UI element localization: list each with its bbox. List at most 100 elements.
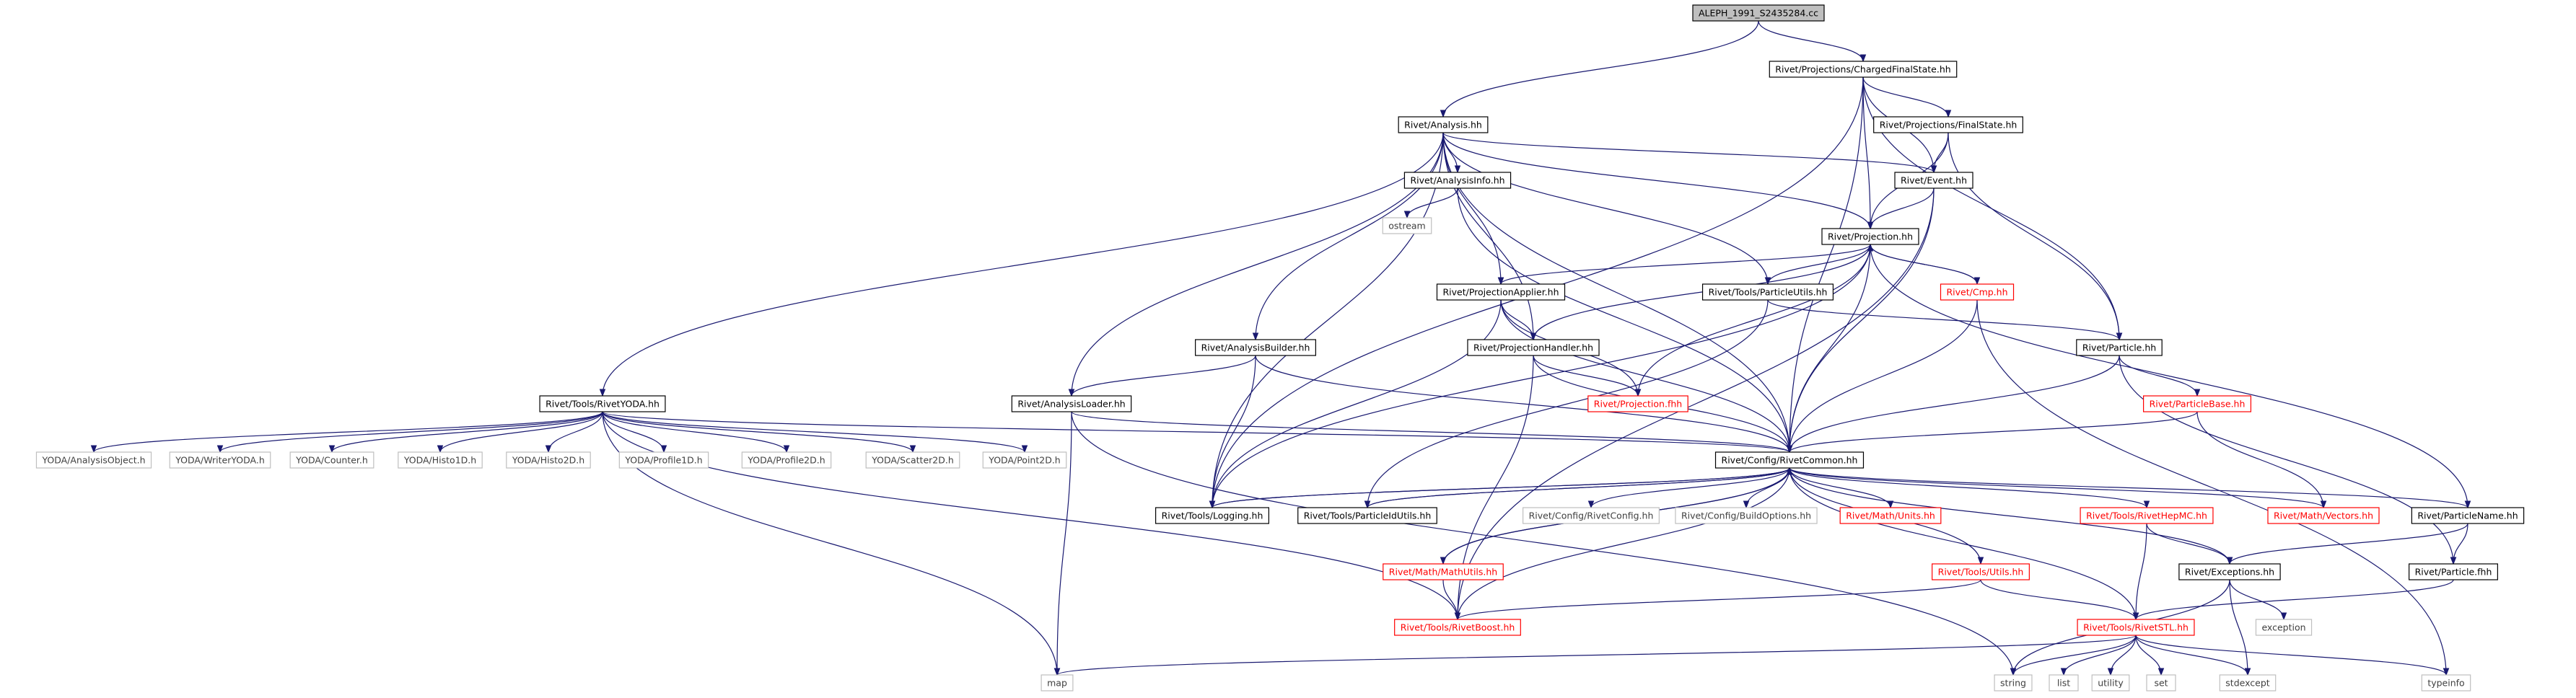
- edge-line: [602, 411, 787, 453]
- node-proj[interactable]: Rivet/Projection.hh: [1821, 228, 1919, 245]
- node-yp2[interactable]: YODA/Profile2D.h: [741, 451, 832, 469]
- node-logging[interactable]: Rivet/Tools/Logging.hh: [1155, 507, 1269, 524]
- node-yh1[interactable]: YODA/Histo1D.h: [398, 451, 483, 469]
- node-label: YODA/Profile2D.h: [747, 455, 825, 466]
- edge-line: [1767, 244, 1871, 285]
- node-pbase[interactable]: Rivet/ParticleBase.hh: [2142, 395, 2252, 412]
- node-label: Rivet/Analysis.hh: [1404, 120, 1482, 131]
- node-label: Rivet/Cmp.hh: [1946, 287, 2007, 298]
- edge-line: [602, 132, 1444, 397]
- edge-arrowhead: [1587, 500, 1595, 509]
- edge-arrowhead: [1364, 500, 1371, 509]
- node-rcommon[interactable]: Rivet/Config/RivetCommon.hh: [1714, 451, 1865, 469]
- node-boost[interactable]: Rivet/Tools/RivetBoost.hh: [1394, 619, 1521, 636]
- edge-line: [1862, 76, 1871, 229]
- node-box: [1523, 507, 1660, 524]
- edge-putils-to-particle: [1767, 299, 2123, 341]
- node-papp[interactable]: Rivet/ProjectionApplier.hh: [1436, 283, 1566, 301]
- node-yp1[interactable]: YODA/Profile1D.h: [618, 451, 709, 469]
- edge-stl-to-set: [2135, 635, 2165, 676]
- edge-pname-to-exceptions: [2226, 523, 2468, 565]
- edge-abuilder-to-aloader: [1068, 355, 1256, 397]
- node-vectors[interactable]: Rivet/Math/Vectors.hh: [2267, 507, 2380, 524]
- edge-proj-to-projfhh: [1634, 244, 1871, 397]
- edge-arrowhead: [1945, 110, 1952, 118]
- node-set[interactable]: set: [2146, 674, 2176, 692]
- node-label: YODA/Histo2D.h: [512, 455, 584, 466]
- node-exception[interactable]: exception: [2255, 619, 2313, 636]
- node-ywy[interactable]: YODA/WriterYODA.h: [169, 451, 271, 469]
- node-box: [1769, 61, 1958, 78]
- edge-arrowhead: [2464, 500, 2471, 509]
- node-rconfig[interactable]: Rivet/Config/RivetConfig.hh: [1523, 507, 1660, 524]
- node-exceptions[interactable]: Rivet/Exceptions.hh: [2178, 563, 2281, 580]
- node-cfs[interactable]: Rivet/Projections/ChargedFinalState.hh: [1769, 61, 1958, 78]
- edge-line: [1212, 132, 1444, 508]
- node-box: [2219, 674, 2277, 692]
- node-pidu[interactable]: Rivet/Tools/ParticleIdUtils.hh: [1297, 507, 1437, 524]
- node-root[interactable]: ALEPH_1991_S2435284.cc: [1692, 4, 1825, 22]
- node-utility[interactable]: utility: [2091, 674, 2130, 692]
- node-fs[interactable]: Rivet/Projections/FinalState.hh: [1873, 116, 2023, 133]
- node-units[interactable]: Rivet/Math/Units.hh: [1839, 507, 1942, 524]
- edge-ryoda-to-ywy: [216, 411, 603, 454]
- edge-rcommon-to-stl: [1789, 467, 2139, 621]
- edge-line: [2229, 523, 2468, 565]
- node-tutils[interactable]: Rivet/Tools/Utils.hh: [1932, 563, 2030, 580]
- edge-line: [1457, 187, 1935, 620]
- node-string[interactable]: string: [1994, 674, 2033, 692]
- node-yao[interactable]: YODA/AnalysisObject.h: [35, 451, 152, 469]
- node-typeinfo[interactable]: typeinfo: [2421, 674, 2471, 692]
- node-bopts[interactable]: Rivet/Config/BuildOptions.hh: [1675, 507, 1818, 524]
- node-particle[interactable]: Rivet/Particle.hh: [2076, 339, 2163, 356]
- edge-aloader-to-string: [1071, 411, 2017, 676]
- node-pfhh[interactable]: Rivet/Particle.fhh: [2409, 563, 2498, 580]
- edge-line: [1367, 299, 1769, 508]
- node-label: string: [2000, 678, 2026, 689]
- node-label: list: [2057, 678, 2070, 689]
- node-box: [1994, 674, 2033, 692]
- node-ostream[interactable]: ostream: [1382, 217, 1432, 234]
- node-yh2[interactable]: YODA/Histo2D.h: [506, 451, 591, 469]
- node-stl[interactable]: Rivet/Tools/RivetSTL.hh: [2077, 619, 2195, 636]
- edge-stl-to-string: [2010, 635, 2137, 676]
- edge-root-to-ana: [1440, 20, 1759, 118]
- node-putils[interactable]: Rivet/Tools/ParticleUtils.hh: [1701, 283, 1834, 301]
- edge-line: [1789, 299, 1978, 453]
- edge-arrowhead: [1068, 389, 1075, 397]
- edge-logging-to-rcommon: [1212, 467, 1793, 508]
- node-ycnt[interactable]: YODA/Counter.h: [289, 451, 374, 469]
- edge-line: [2229, 579, 2248, 676]
- node-map[interactable]: map: [1041, 674, 1074, 692]
- node-ana[interactable]: Rivet/Analysis.hh: [1398, 116, 1489, 133]
- node-event[interactable]: Rivet/Event.hh: [1894, 172, 1973, 189]
- node-list[interactable]: list: [2049, 674, 2079, 692]
- node-box: [1587, 395, 1688, 412]
- node-projfhh[interactable]: Rivet/Projection.fhh: [1587, 395, 1688, 412]
- node-phandler[interactable]: Rivet/ProjectionHandler.hh: [1467, 339, 1600, 356]
- edge-particle-to-pfhh: [2119, 355, 2457, 565]
- edge-line: [2119, 355, 2198, 397]
- node-ainfo[interactable]: Rivet/AnalysisInfo.hh: [1403, 172, 1512, 189]
- node-box: [982, 451, 1067, 469]
- node-hepmc[interactable]: Rivet/Tools/RivetHepMC.hh: [2080, 507, 2214, 524]
- node-ryoda[interactable]: Rivet/Tools/RivetYODA.hh: [539, 395, 666, 412]
- node-ypt2[interactable]: YODA/Point2D.h: [982, 451, 1067, 469]
- edge-ana-to-abuilder: [1252, 132, 1444, 341]
- edge-arrowhead: [545, 445, 552, 454]
- node-pname[interactable]: Rivet/ParticleName.hh: [2411, 507, 2525, 524]
- edge-ryoda-to-yao: [90, 411, 603, 454]
- node-ys2[interactable]: YODA/Scatter2D.h: [865, 451, 960, 469]
- node-abuilder[interactable]: Rivet/AnalysisBuilder.hh: [1195, 339, 1316, 356]
- node-aloader[interactable]: Rivet/AnalysisLoader.hh: [1011, 395, 1132, 412]
- node-box: [2146, 674, 2176, 692]
- edge-arrowhead: [1021, 445, 1028, 454]
- edge-line: [602, 411, 1058, 676]
- node-label: set: [2154, 678, 2168, 689]
- edge-arrowhead: [2157, 668, 2165, 676]
- node-stdexcept[interactable]: stdexcept: [2219, 674, 2277, 692]
- node-mathutils[interactable]: Rivet/Math/MathUtils.hh: [1383, 563, 1504, 580]
- node-label: ALEPH_1991_S2435284.cc: [1699, 8, 1818, 19]
- node-cmp[interactable]: Rivet/Cmp.hh: [1940, 283, 2015, 301]
- edge-cfs-to-rcommon: [1786, 76, 1864, 454]
